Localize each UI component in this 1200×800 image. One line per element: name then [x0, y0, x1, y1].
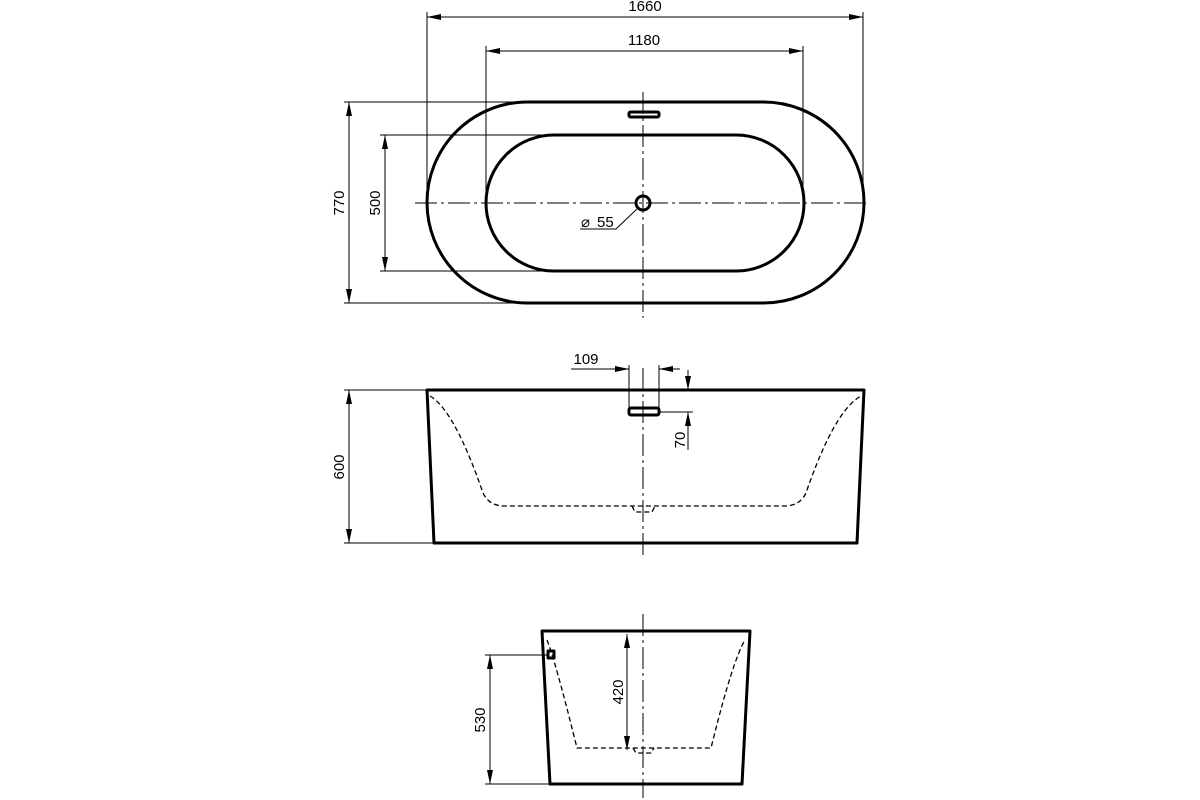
overflow-fitting-top	[627, 110, 661, 119]
inner-depth-label: 420	[610, 679, 627, 704]
inner-length-label: 1180	[628, 32, 660, 49]
overflow-fitting-end	[546, 649, 556, 660]
tub-outer-rim	[425, 100, 866, 305]
overflow-offset-label: 109	[573, 351, 598, 368]
overall-width-label: 770	[331, 190, 348, 215]
end-view-outline	[540, 629, 752, 786]
end-view-hidden-basin	[546, 639, 746, 749]
side-view-hidden-drain	[631, 505, 656, 513]
end-height-label: 530	[472, 707, 489, 732]
inner-width-label: 500	[367, 190, 384, 215]
overflow-fitting-side	[627, 406, 661, 417]
end-view: 530 420	[472, 614, 752, 798]
side-view-hidden-basin	[429, 395, 862, 507]
drain-diameter-symbol: ⌀	[581, 214, 590, 231]
drain-diameter-label: 55	[597, 214, 614, 231]
tub-inner-basin	[484, 133, 806, 273]
side-height-label: 600	[331, 454, 348, 479]
top-view: ⌀ 55 1660 1180 770 500	[331, 0, 870, 318]
overall-length-label: 1660	[628, 0, 661, 15]
drain-circle	[634, 194, 652, 212]
side-view-outline	[425, 388, 866, 545]
side-view: 109 70 600	[331, 351, 866, 557]
end-view-hidden-drain	[632, 747, 655, 754]
overflow-depth-label: 70	[672, 432, 689, 449]
drain-diameter-leader	[580, 208, 638, 230]
